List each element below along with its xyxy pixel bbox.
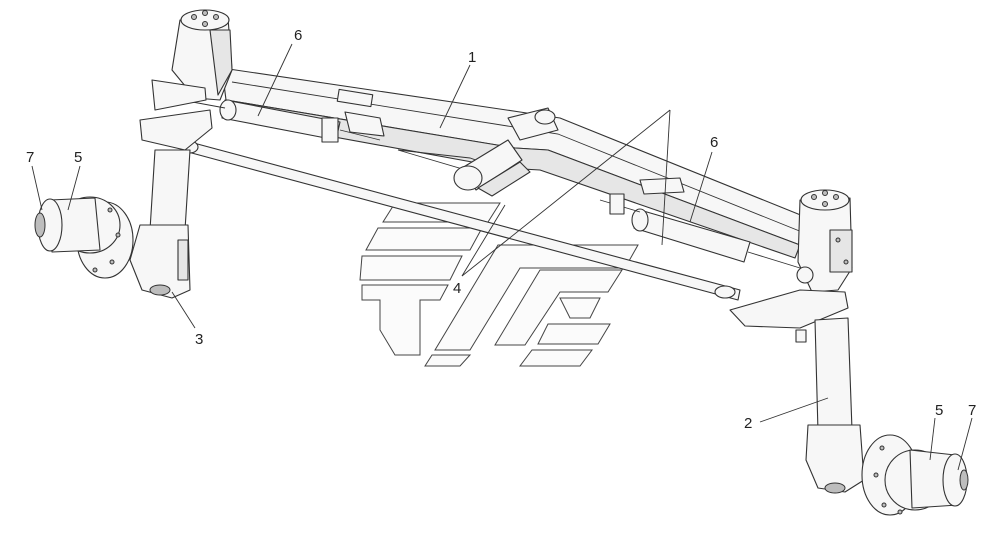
right-wheel-hub bbox=[861, 434, 969, 516]
callout-5-left: 5 bbox=[74, 149, 82, 166]
callout-3: 3 bbox=[195, 331, 203, 348]
left-steering-arm bbox=[129, 79, 213, 299]
callout-7-right: 7 bbox=[968, 402, 976, 419]
callout-5-right: 5 bbox=[935, 402, 943, 419]
leader-lines bbox=[31, 43, 973, 471]
callout-7-left: 7 bbox=[26, 149, 34, 166]
left-kingpin-housing bbox=[171, 9, 233, 101]
watermark-logo bbox=[359, 202, 639, 367]
right-steering-arm bbox=[729, 266, 865, 494]
callout-4: 4 bbox=[453, 280, 461, 297]
callout-6-right: 6 bbox=[710, 134, 718, 151]
left-steering-cylinder bbox=[159, 95, 385, 143]
callouts: 1 2 3 4 5 5 6 6 7 7 bbox=[26, 27, 976, 432]
left-wheel-hub bbox=[34, 196, 134, 279]
steering-cylinder-mount bbox=[453, 139, 531, 197]
callout-6-left: 6 bbox=[294, 27, 302, 44]
right-kingpin-housing bbox=[797, 189, 853, 293]
callout-2: 2 bbox=[744, 415, 752, 432]
callout-1: 1 bbox=[468, 49, 476, 66]
